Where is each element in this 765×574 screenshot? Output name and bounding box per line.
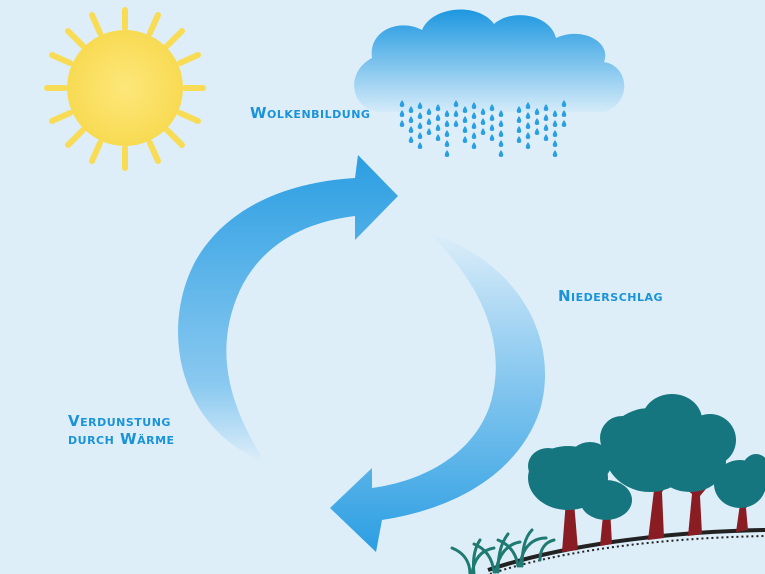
rain-drop [417,102,423,109]
rain-drop [471,102,477,109]
label-evaporation-line1: Verdunstung [68,412,171,430]
rain-drop [552,110,558,117]
rain-drop [498,120,504,127]
evaporation-arrow [178,155,398,462]
rain-drop [543,134,549,141]
trees-icon [528,394,765,552]
rain-drop [525,102,531,109]
rain-drop [480,128,486,135]
rain-drop [462,116,468,123]
rain-drop [543,114,549,121]
rain-drop [462,106,468,113]
rain-drop [426,108,432,115]
rain-drop [552,130,558,137]
label-cloud-formation: Wolkenbildung [250,104,371,122]
rain-drop [489,104,495,111]
rain-drop [408,126,414,133]
rain-drop [489,134,495,141]
rain-drop [525,132,531,139]
rain-drop [417,122,423,129]
rain-drop [444,150,450,157]
rain-drop [498,130,504,137]
rain-drop [552,140,558,147]
rain-drop [471,142,477,149]
rain-drop [516,126,522,133]
rain-drop [444,130,450,137]
label-precipitation: Niederschlag [558,287,664,305]
rain-drop [453,100,459,107]
rain-drop [408,116,414,123]
rain-drop [516,136,522,143]
rain-drop [543,104,549,111]
rain-drop [435,134,441,141]
rain-drop [462,126,468,133]
rain-drop [471,132,477,139]
label-evaporation-line2: durch Wärme [68,430,175,448]
rain-drop [426,128,432,135]
rain-drop [408,136,414,143]
rain-drop [444,120,450,127]
rain-drop [453,110,459,117]
rain-drop [426,118,432,125]
rain-drop [471,112,477,119]
rain-drop [480,118,486,125]
rain-drop [561,120,567,127]
rain-drop [444,110,450,117]
sun-icon [44,7,206,171]
rain-drop [498,150,504,157]
rain-drop [534,118,540,125]
rain-drop [561,100,567,107]
rain-drop [561,110,567,117]
rain-drop [453,120,459,127]
rain-drop [498,140,504,147]
rain-drop [489,124,495,131]
rain-drop [435,104,441,111]
rain-drop [552,120,558,127]
rain-drop [399,110,405,117]
rain-drop [516,116,522,123]
rain-drop [462,136,468,143]
rain-drop [525,112,531,119]
rain-drop [525,142,531,149]
label-evaporation: Verdunstung durch Wärme [68,412,175,448]
rain-drop [525,122,531,129]
rain-drop [408,106,414,113]
rain-drop [516,106,522,113]
rain-drop [399,120,405,127]
rain-drop [480,108,486,115]
precipitation-arrow [330,232,546,552]
rain-drop [435,124,441,131]
ground-strip [487,528,765,574]
rain-drop [417,112,423,119]
rain-drop [417,142,423,149]
grass-icon [450,528,556,574]
rain-drop [489,114,495,121]
rain-drop [417,132,423,139]
cycle-arrow-icon [178,155,546,552]
rain-drop [543,124,549,131]
rain-drops [399,100,567,157]
rain-drop [534,128,540,135]
rain-drop [399,100,405,107]
rain-drop [435,114,441,121]
rain-cloud-icon [354,9,625,157]
rain-drop [498,110,504,117]
rain-drop [444,140,450,147]
rain-drop [471,122,477,129]
rain-drop [552,150,558,157]
rain-drop [534,108,540,115]
